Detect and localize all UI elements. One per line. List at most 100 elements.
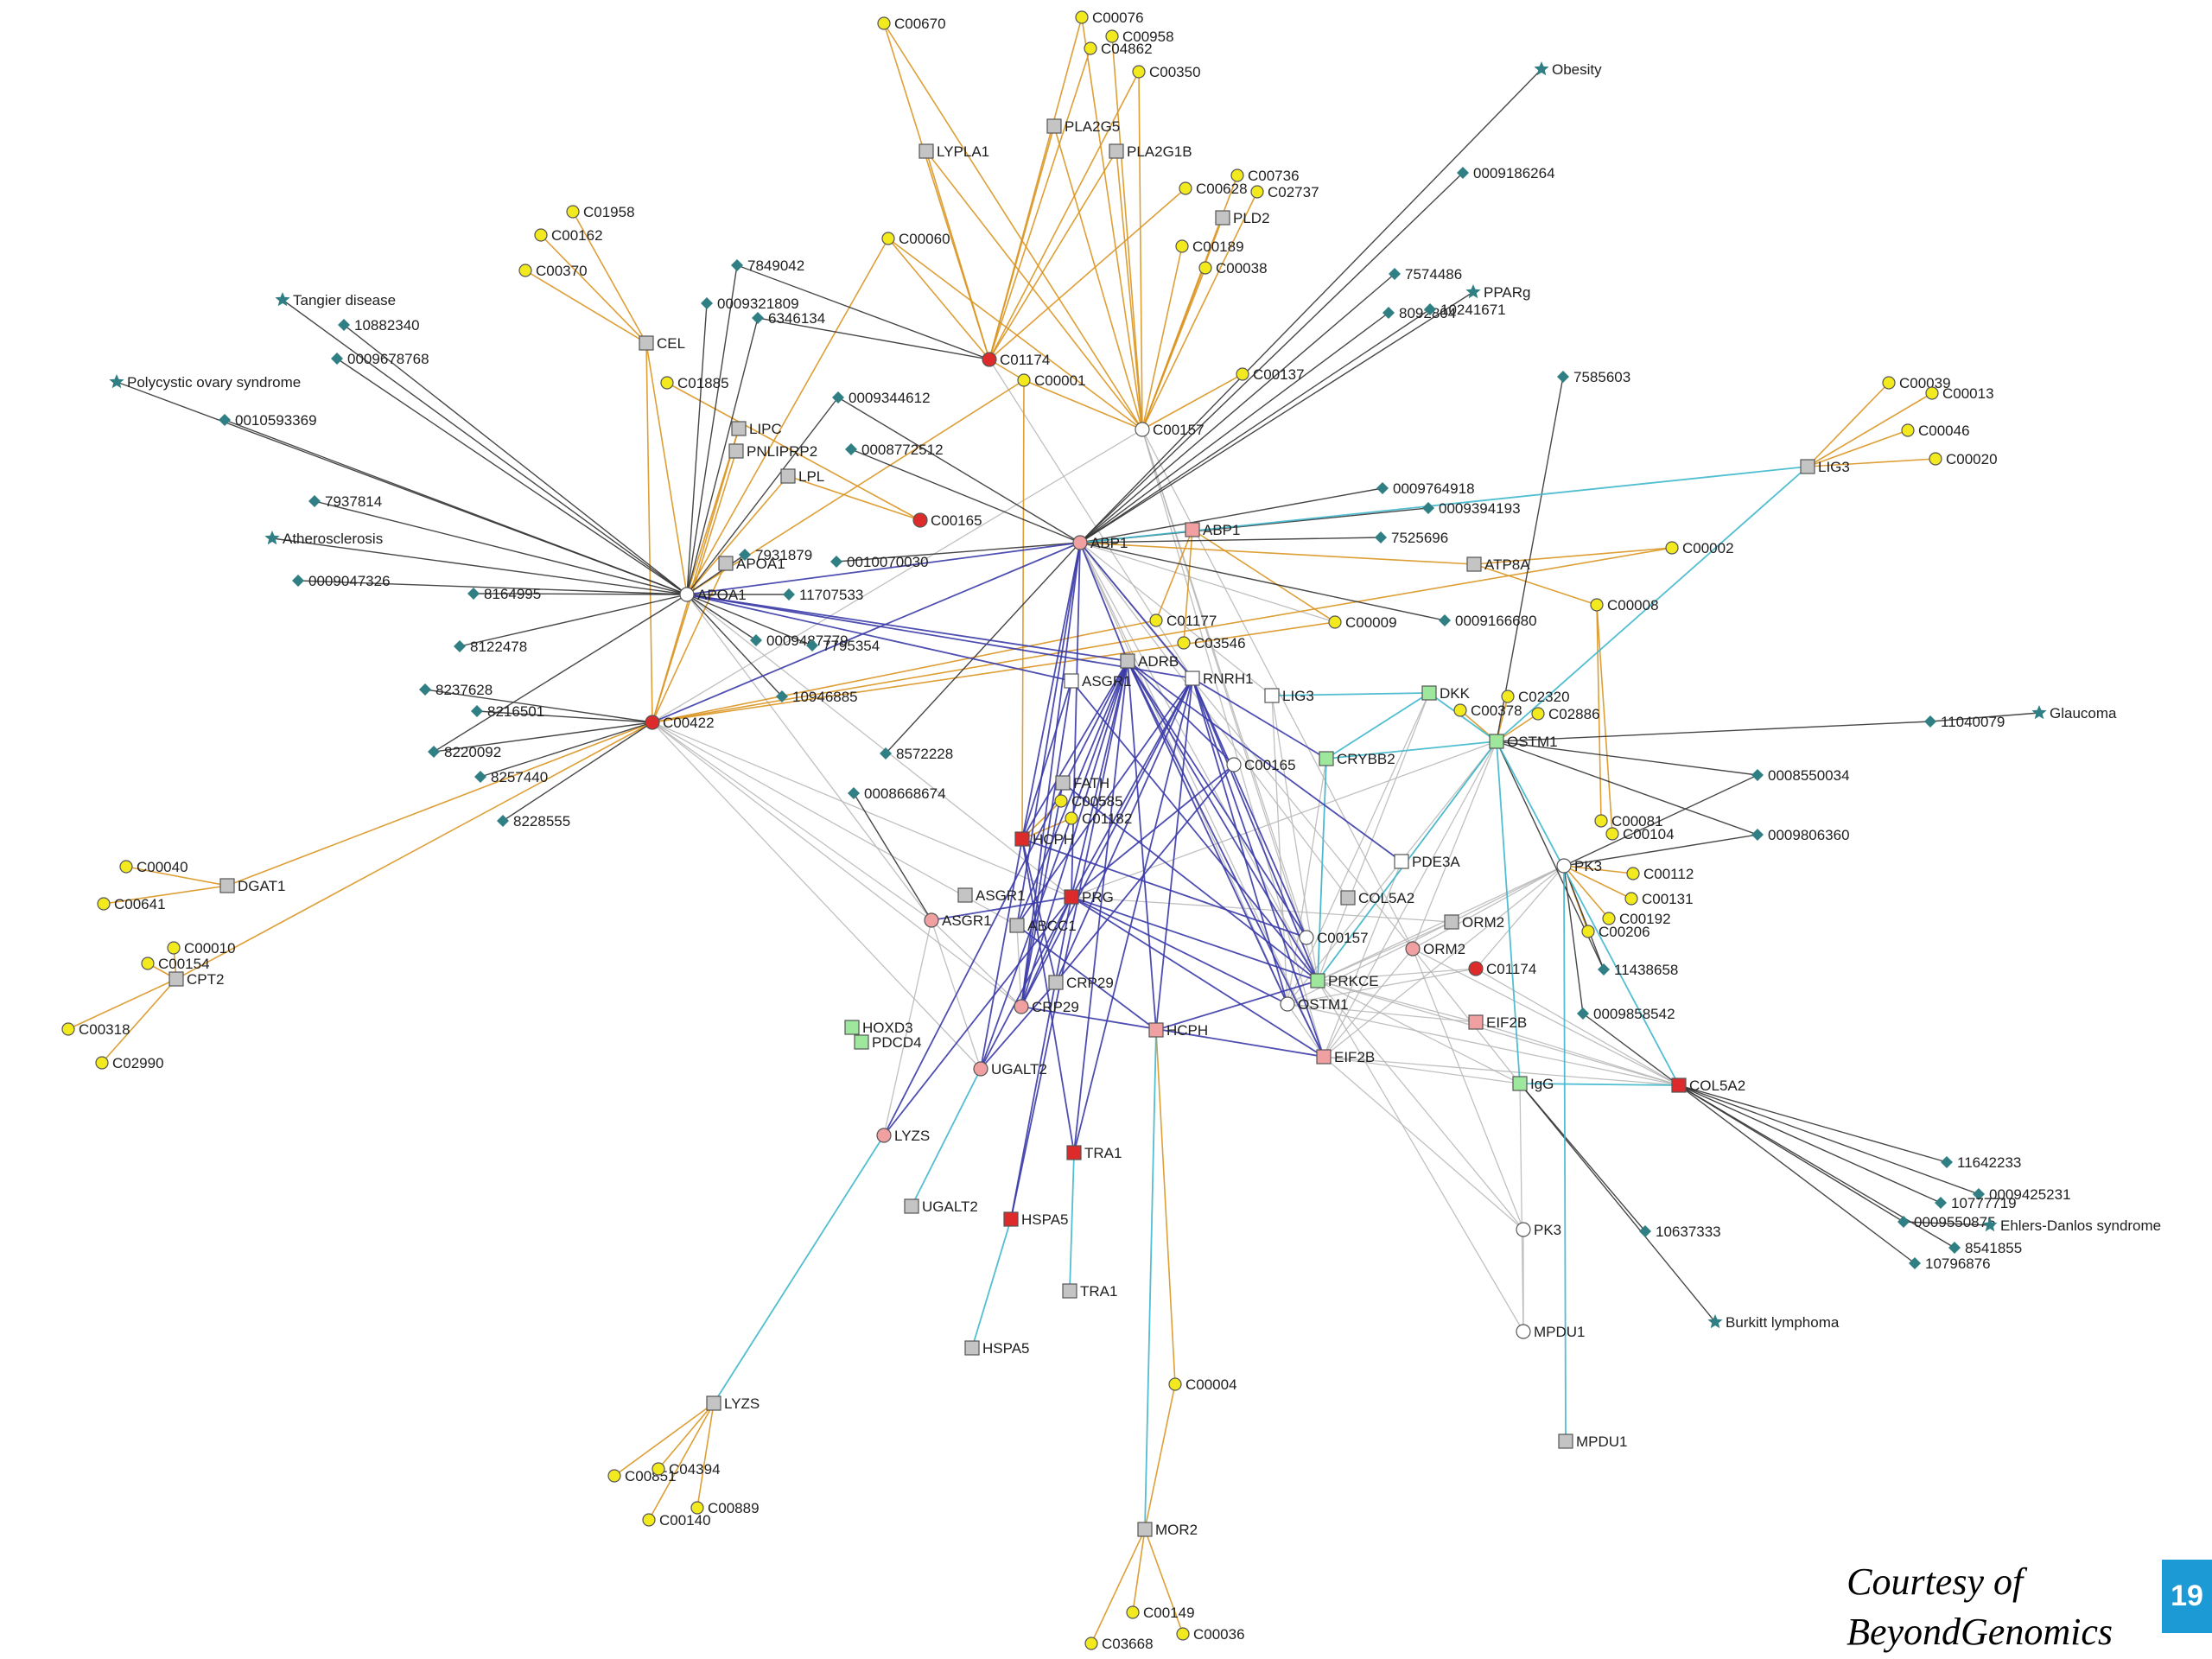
metabolite-node[interactable]: C00422 [645,715,715,731]
protein-node[interactable]: DKK [1421,685,1471,702]
snp-node[interactable]: 8122478 [454,639,527,655]
protein-node[interactable]: RNRH1 [1185,671,1254,687]
metabolite-node[interactable]: C00131 [1624,891,1694,907]
protein-node[interactable]: OSTM1 [1489,734,1558,750]
protein-node[interactable]: PNLIPRP2 [728,443,817,460]
snp-node[interactable]: 7795354 [806,638,880,654]
snp-node[interactable]: 0009344612 [832,390,931,406]
protein-node[interactable]: CEL [639,335,685,352]
snp-node[interactable]: 0008550034 [1751,767,1850,784]
protein-node[interactable]: HSPA5 [964,1340,1030,1357]
snp-node[interactable]: 11642233 [1941,1154,2021,1171]
metabolite-node[interactable]: C01182 [1065,810,1132,827]
protein-node[interactable]: LYPLA1 [918,143,989,160]
metabolite-node[interactable]: C00076 [1075,10,1144,26]
protein-node[interactable]: LPL [780,468,824,485]
snp-node[interactable]: 10796876 [1909,1255,1991,1272]
metabolite-node[interactable]: C00004 [1168,1376,1237,1393]
metabolite-node[interactable]: C00039 [1882,375,1951,391]
protein-node[interactable]: PRG [1064,889,1114,906]
metabolite-node[interactable]: C00060 [881,231,950,247]
snp-node[interactable]: 0010593369 [219,412,317,429]
snp-node[interactable]: 10946885 [776,689,858,705]
metabolite-node[interactable]: C02320 [1501,689,1570,705]
protein-node[interactable]: OSTM1 [1280,996,1349,1013]
disease-node[interactable]: Ehlers-Danlos syndrome [1982,1217,2161,1234]
snp-node[interactable]: 8257440 [474,769,548,785]
metabolite-node[interactable]: C02990 [95,1055,164,1071]
metabolite-node[interactable]: C00112 [1626,866,1694,882]
snp-node[interactable]: 0008668674 [848,785,946,802]
snp-node[interactable]: 0010070030 [830,554,929,570]
metabolite-node[interactable]: C01174 [982,352,1050,368]
protein-node[interactable]: HCPH [1014,831,1074,848]
snp-node[interactable]: 10777719 [1935,1195,2017,1211]
snp-node[interactable]: 10637333 [1639,1224,1721,1240]
snp-node[interactable]: 10882340 [338,317,420,334]
protein-node[interactable]: MPDU1 [1558,1433,1628,1450]
protein-node[interactable]: IgG [1512,1076,1554,1092]
protein-node[interactable]: CRP29 [1014,999,1079,1015]
metabolite-node[interactable]: C00165 [912,512,982,529]
protein-node[interactable]: COL5A2 [1340,890,1414,906]
metabolite-node[interactable]: C00008 [1590,597,1659,613]
metabolite-node[interactable]: C00165 [1226,757,1296,773]
metabolite-node[interactable]: C00162 [534,227,603,244]
protein-node[interactable]: ORM2 [1444,914,1504,931]
metabolite-node[interactable]: C00189 [1175,238,1244,255]
metabolite-node[interactable]: C01177 [1149,613,1217,629]
disease-node[interactable]: PPARg [1465,284,1531,301]
protein-node[interactable]: PLA2G1B [1109,143,1192,160]
metabolite-node[interactable]: C00318 [61,1021,130,1038]
snp-node[interactable]: 7585603 [1557,369,1630,385]
protein-node[interactable]: FATH [1055,775,1109,791]
metabolite-node[interactable]: C00009 [1328,614,1397,631]
metabolite-node[interactable]: C00149 [1126,1605,1195,1621]
metabolite-node[interactable]: C00038 [1198,260,1268,276]
metabolite-node[interactable]: C00137 [1236,366,1305,383]
protein-node[interactable]: PK3 [1516,1222,1561,1238]
protein-node[interactable]: PDCD4 [854,1034,922,1051]
metabolite-node[interactable]: C00889 [690,1500,760,1516]
protein-node[interactable]: PLA2G5 [1046,118,1120,135]
metabolite-node[interactable]: APOA1 [679,587,747,603]
protein-node[interactable]: LYZS [876,1128,930,1144]
protein-node[interactable]: UGALT2 [973,1061,1047,1077]
metabolite-node[interactable]: C00670 [877,16,946,32]
snp-node[interactable]: 8541855 [1948,1240,2022,1256]
protein-node[interactable]: ASGR1 [1064,673,1132,690]
protein-node[interactable]: ABP1 [1072,535,1128,551]
snp-node[interactable]: 8237628 [419,682,493,698]
metabolite-node[interactable]: C00010 [167,940,236,957]
snp-node[interactable]: 7937814 [308,493,382,510]
metabolite-node[interactable]: C00140 [642,1512,711,1529]
protein-node[interactable]: MOR2 [1137,1522,1198,1538]
snp-node[interactable]: 11040079 [1924,714,2005,730]
snp-node[interactable]: 8220092 [428,744,501,760]
metabolite-node[interactable]: C00046 [1901,423,1970,439]
metabolite-node[interactable]: C03668 [1084,1636,1154,1652]
snp-node[interactable]: 8572228 [880,746,953,762]
metabolite-node[interactable]: C00851 [607,1468,677,1484]
snp-node[interactable]: 8164995 [467,586,541,602]
metabolite-node[interactable]: C00585 [1054,793,1123,810]
disease-node[interactable]: Glaucoma [2031,705,2117,721]
protein-node[interactable]: ASGR1 [957,887,1026,904]
protein-node[interactable]: COL5A2 [1671,1077,1745,1094]
metabolite-node[interactable]: C03546 [1177,635,1246,652]
protein-node[interactable]: TRA1 [1062,1283,1117,1300]
metabolite-node[interactable]: C00641 [97,896,166,912]
protein-node[interactable]: LIPC [731,421,782,437]
metabolite-node[interactable]: C00154 [141,956,210,972]
metabolite-node[interactable]: C02737 [1250,184,1319,200]
snp-node[interactable]: 0009047326 [292,573,391,589]
protein-node[interactable]: HOXD3 [844,1020,913,1036]
protein-node[interactable]: ATP8A [1466,556,1530,573]
snp-node[interactable]: 0009186264 [1457,165,1555,181]
metabolite-node[interactable]: C01174 [1468,961,1536,977]
metabolite-node[interactable]: C00013 [1925,385,1994,402]
metabolite-node[interactable]: C00020 [1929,451,1998,467]
protein-node[interactable]: HSPA5 [1003,1211,1069,1228]
snp-node[interactable]: 7931879 [739,547,812,563]
snp-node[interactable]: 0009806360 [1751,827,1850,843]
